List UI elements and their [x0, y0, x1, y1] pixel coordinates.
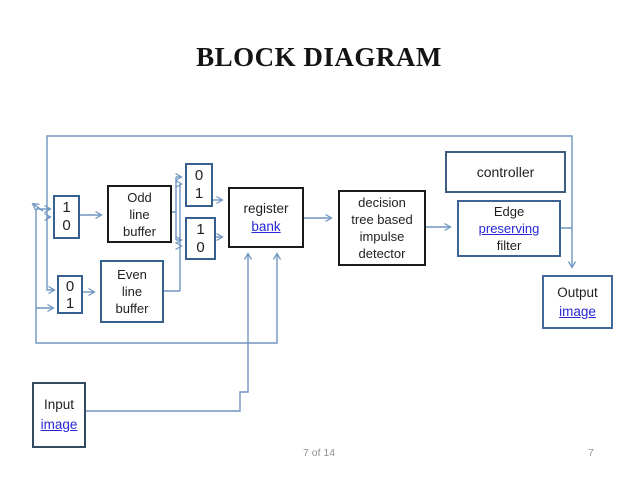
even-line-buffer-line2: line	[121, 284, 143, 299]
connector-input-tick	[31, 202, 44, 212]
mux-top-left-line1: 1	[62, 199, 71, 216]
register-bank-box: register bank	[228, 187, 304, 248]
input-image-line1: Input	[43, 397, 75, 412]
impulse-detector-line1: decision	[358, 195, 406, 210]
odd-line-buffer-line3: buffer	[122, 223, 156, 239]
mux-bottom-left-line1: 0	[65, 277, 75, 295]
edge-filter-line3: filter	[496, 238, 522, 253]
odd-line-buffer-line2: line	[129, 206, 150, 222]
page-number: 7	[588, 447, 594, 459]
input-image-box: Input image	[32, 382, 86, 448]
slide-title: BLOCK DIAGRAM	[196, 42, 442, 72]
edge-filter-link[interactable]: preserving	[478, 221, 540, 236]
mux-top-left-box: 1 0	[53, 195, 80, 239]
slide-counter: 7 of 14	[303, 447, 336, 459]
edge-filter-line1: Edge	[493, 204, 525, 219]
output-image-box: Output image	[542, 275, 613, 329]
mux-middle-bottom-line2: 0	[196, 238, 205, 256]
mux-middle-bottom-box: 1 0	[185, 217, 216, 260]
odd-line-buffer-box: Odd line buffer	[107, 185, 172, 243]
odd-line-buffer-line1: Odd	[127, 189, 152, 205]
even-line-buffer-line1: Even	[117, 267, 147, 282]
register-bank-link[interactable]: bank	[251, 218, 281, 234]
mux-middle-bottom-line1: 1	[196, 220, 205, 238]
edge-preserving-filter-box: Edge preserving filter	[457, 200, 561, 257]
impulse-detector-line4: detector	[358, 246, 406, 261]
impulse-detector-box: decision tree based impulse detector	[338, 190, 426, 266]
even-line-buffer-line3: buffer	[115, 301, 149, 316]
mux-middle-top-line2: 1	[194, 185, 204, 202]
controller-box: controller	[445, 151, 566, 193]
impulse-detector-line2: tree based	[351, 212, 413, 227]
output-image-link[interactable]: image	[559, 304, 596, 319]
even-line-buffer-box: Even line buffer	[100, 260, 164, 323]
mux-bottom-left-box: 0 1	[57, 275, 83, 314]
controller-label: controller	[476, 164, 535, 180]
input-image-link[interactable]: image	[40, 417, 78, 432]
mux-bottom-left-line2: 1	[65, 294, 75, 312]
register-bank-line1: register	[243, 200, 289, 216]
output-image-line1: Output	[557, 285, 598, 300]
mux-middle-top-line1: 0	[194, 167, 204, 184]
mux-top-left-line2: 0	[62, 217, 71, 234]
mux-middle-top-box: 0 1	[185, 163, 213, 207]
impulse-detector-line3: impulse	[359, 229, 405, 244]
